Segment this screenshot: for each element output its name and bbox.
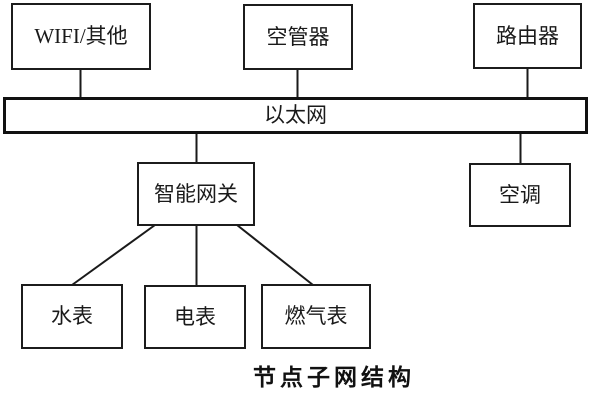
ethernet-bus: 以太网: [3, 97, 588, 134]
node-gas-meter-label: 燃气表: [284, 304, 348, 328]
node-wifi: WIFI/其他: [11, 3, 151, 70]
node-air-conditioner: 空调: [469, 163, 571, 227]
edge-gateway-gas: [236, 224, 314, 286]
edge-gateway-water: [71, 224, 156, 286]
node-air-manager-label: 空管器: [266, 24, 330, 49]
node-router: 路由器: [473, 3, 582, 69]
node-water-meter-label: 水表: [51, 304, 93, 328]
node-electric-meter-label: 电表: [174, 304, 216, 329]
node-gas-meter: 燃气表: [261, 284, 371, 349]
node-air-conditioner-label: 空调: [499, 182, 541, 207]
node-air-manager: 空管器: [243, 4, 353, 70]
node-wifi-label: WIFI/其他: [34, 24, 128, 48]
ethernet-bus-label: 以太网: [264, 103, 327, 127]
node-smart-gateway-label: 智能网关: [154, 181, 238, 206]
node-smart-gateway: 智能网关: [137, 162, 255, 226]
node-router-label: 路由器: [496, 23, 559, 48]
node-electric-meter: 电表: [144, 285, 246, 349]
diagram-caption: 节点子网结构: [253, 364, 415, 390]
node-water-meter: 水表: [21, 284, 123, 349]
